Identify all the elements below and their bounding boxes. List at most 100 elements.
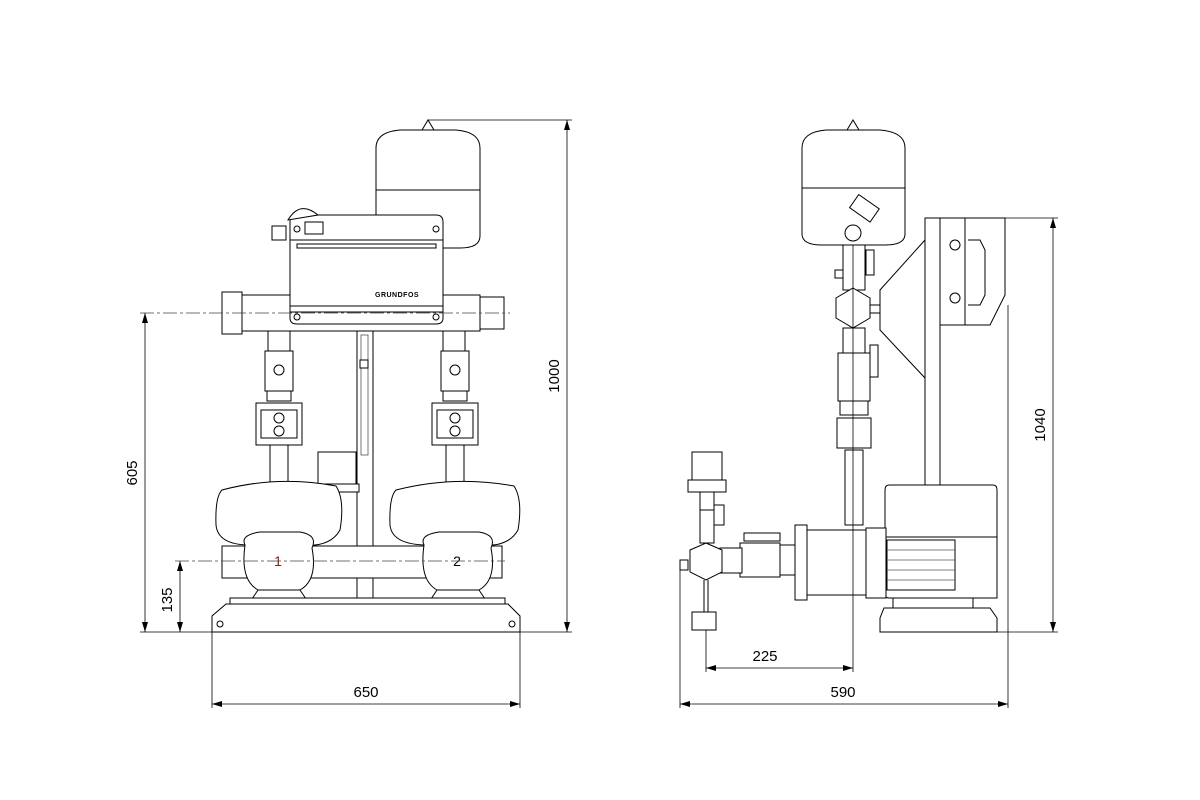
control-box-line bbox=[293, 225, 301, 233]
control-box-line bbox=[968, 239, 986, 306]
side-view bbox=[679, 119, 1006, 672]
pump-body-line bbox=[794, 524, 808, 601]
pump-body-line bbox=[865, 527, 887, 599]
valve-stack-left-line bbox=[266, 390, 292, 402]
base-frame-line bbox=[211, 603, 521, 633]
valve-stack-right-line bbox=[449, 412, 461, 424]
dimension-1040: 1040 bbox=[1032, 408, 1049, 441]
suction-piping-line bbox=[699, 491, 715, 511]
control-box-line bbox=[949, 292, 961, 304]
discharge-piping-line bbox=[869, 344, 879, 378]
pump-1: 1 bbox=[215, 480, 343, 603]
suction-piping-line bbox=[699, 509, 715, 544]
base-frame-line bbox=[508, 620, 516, 628]
side-dimensions: 590 225 1040 bbox=[679, 217, 1058, 708]
pump-2-line bbox=[389, 480, 521, 546]
valve-stack-left-line bbox=[264, 350, 294, 392]
control-box: GRUNDFOS bbox=[271, 208, 444, 325]
valve-stack-left-line bbox=[260, 409, 298, 439]
pump-body-line bbox=[806, 529, 873, 596]
support-post bbox=[924, 217, 941, 489]
control-box bbox=[939, 217, 1006, 326]
base-frame-line bbox=[216, 620, 224, 628]
suction-piping bbox=[679, 451, 796, 631]
base-frame-line bbox=[892, 597, 974, 609]
valve-stack-right-line bbox=[445, 444, 465, 486]
valve-stack-left-line bbox=[267, 330, 291, 352]
discharge-piping-line bbox=[839, 400, 869, 416]
motor-line bbox=[886, 539, 956, 591]
control-box-line bbox=[287, 208, 320, 221]
dimension-1000: 1000 bbox=[546, 359, 563, 392]
valve-stack-left-line bbox=[273, 425, 285, 437]
base-frame-line bbox=[879, 607, 998, 633]
suction-piping-line bbox=[713, 504, 725, 526]
expansion-tank bbox=[801, 119, 906, 246]
suction-piping-line bbox=[739, 542, 781, 578]
valve-stack-left-line bbox=[273, 412, 285, 424]
motor-line bbox=[884, 484, 998, 599]
control-box-line bbox=[293, 313, 301, 321]
control-box-line bbox=[289, 214, 444, 325]
suction-piping-line bbox=[743, 532, 781, 542]
control-box-line bbox=[432, 313, 440, 321]
suction-piping-line bbox=[689, 542, 723, 581]
control-box-line bbox=[432, 225, 440, 233]
front-view: GRUNDFOS 1 2 bbox=[140, 119, 521, 633]
control-box-line bbox=[296, 243, 437, 249]
bracket bbox=[879, 239, 926, 379]
discharge-piping-line bbox=[865, 249, 875, 276]
valve-stack-right bbox=[431, 330, 479, 486]
front-dimensions: 650 605 135 1000 bbox=[124, 119, 572, 708]
valve-stack-left-line bbox=[255, 402, 303, 446]
suction-piping-line bbox=[691, 611, 717, 631]
control-box-line bbox=[271, 225, 287, 241]
valve-stack-right-line bbox=[449, 364, 461, 376]
discharge-piping-line bbox=[842, 244, 866, 291]
base-frame bbox=[879, 597, 998, 633]
control-box-line bbox=[949, 239, 961, 251]
discharge-piping-line bbox=[869, 304, 881, 314]
suction-piping-line bbox=[679, 559, 689, 571]
discharge-piping-line bbox=[836, 417, 872, 449]
suction-piping-line bbox=[719, 547, 743, 574]
valve-stack-right-line bbox=[442, 330, 466, 352]
expansion-tank-line bbox=[421, 119, 435, 131]
control-box-line bbox=[939, 217, 966, 326]
discharge-piping-line bbox=[834, 269, 844, 279]
valve-stack-left-line bbox=[273, 364, 285, 376]
discharge-piping-line bbox=[844, 449, 864, 526]
pressure-switch bbox=[317, 451, 357, 485]
valve-stack-right-line bbox=[440, 350, 470, 392]
discharge-piping-line bbox=[842, 327, 866, 354]
valve-stack-left-line bbox=[269, 444, 289, 486]
dimension-650: 650 bbox=[353, 684, 378, 701]
support-post-line bbox=[359, 359, 369, 369]
grundfos-logo: GRUNDFOS bbox=[375, 292, 419, 299]
motor bbox=[884, 484, 998, 599]
dimension-605: 605 bbox=[124, 460, 141, 485]
base-frame-line bbox=[229, 597, 506, 605]
pump-1-line bbox=[215, 480, 343, 546]
valve-stack-right-line bbox=[431, 402, 479, 446]
pump-body bbox=[794, 524, 887, 601]
suction-piping-line bbox=[779, 544, 796, 576]
valve-stack-right-line bbox=[442, 390, 468, 402]
valve-stack-right-line bbox=[449, 425, 461, 437]
base-frame bbox=[211, 597, 521, 633]
pressure-switch bbox=[691, 451, 723, 481]
dimension-590: 590 bbox=[830, 684, 855, 701]
valve-stack-left bbox=[255, 330, 303, 486]
discharge-piping-line bbox=[837, 352, 871, 402]
valve-stack-right-line bbox=[436, 409, 474, 439]
discharge-piping bbox=[834, 244, 881, 526]
dimension-135: 135 bbox=[159, 587, 176, 612]
pump-2: 2 bbox=[389, 480, 521, 603]
expansion-tank-line bbox=[848, 193, 880, 223]
suction-piping-line bbox=[687, 479, 727, 493]
dimension-225: 225 bbox=[752, 648, 777, 665]
expansion-tank-line bbox=[844, 224, 862, 242]
support-post-line bbox=[360, 334, 369, 456]
expansion-tank-line bbox=[846, 119, 860, 131]
